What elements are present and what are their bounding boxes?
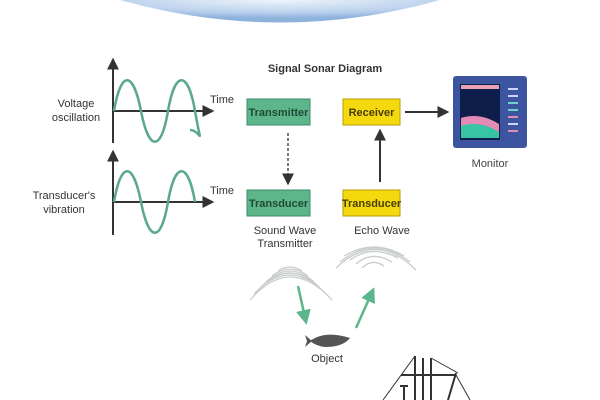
transducer-graph: Transducer's vibration Time: [33, 149, 234, 235]
time-axis-label: Time: [210, 185, 234, 197]
box-label: Receiver: [349, 107, 396, 119]
vibration-label-line1: Transducer's: [33, 190, 96, 202]
voltage-label-line2: oscillation: [52, 112, 100, 124]
box-label: Transmitter: [249, 107, 310, 119]
transmitter-box: Transmitter: [246, 98, 311, 126]
voltage-label-line1: Voltage: [58, 98, 95, 110]
voltage-wave: [112, 79, 201, 143]
object-caption: Object: [311, 353, 343, 365]
top-globe-arc: [120, 0, 440, 23]
fish-icon: [305, 334, 350, 347]
sound-wave-caption-line1: Sound Wave: [254, 225, 317, 237]
echo-wave-arcs: [335, 246, 417, 271]
sound-wave-caption-line2: Transmitter: [257, 238, 313, 250]
echo-wave-caption: Echo Wave: [354, 225, 410, 237]
echo-arrow-up: [354, 287, 375, 329]
monitor-caption: Monitor: [472, 158, 509, 170]
time-axis-label: Time: [210, 94, 234, 106]
transducer-receive-box: Transducer: [342, 189, 402, 217]
monitor-icon: [453, 76, 527, 148]
voltage-graph: Voltage oscillation Time: [52, 57, 234, 143]
vibration-label-line2: vibration: [43, 204, 85, 216]
vibration-wave: [112, 170, 197, 234]
sound-arrow-down: [296, 285, 311, 325]
box-label: Transducer: [342, 198, 402, 210]
transducer-send-box: Transducer: [246, 189, 311, 217]
receiver-box: Receiver: [342, 98, 401, 126]
boat-icon: [382, 355, 471, 400]
diagram-title: Signal Sonar Diagram: [268, 63, 383, 75]
box-label: Transducer: [249, 198, 309, 210]
sound-wave-arcs: [249, 266, 333, 301]
